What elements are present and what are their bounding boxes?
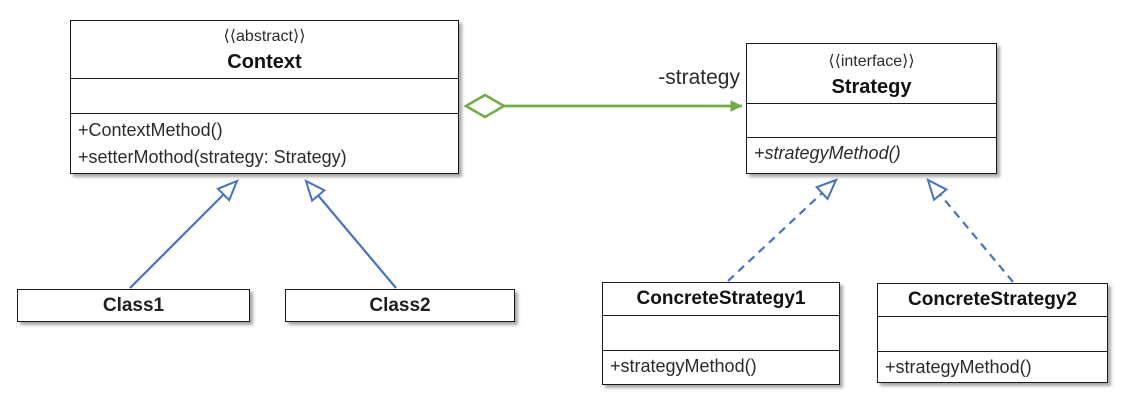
context-stereotype: ⟨⟨abstract⟩⟩: [223, 28, 306, 45]
concretestrategy1-attributes-empty: [603, 315, 839, 350]
context-attributes-empty: [71, 78, 458, 113]
realization-arrow-concretestrategy1-strategy: [727, 178, 838, 282]
method-item: +strategyMethod(): [885, 357, 1032, 377]
generalization-arrow-class1-context: [129, 179, 239, 289]
context-header: ⟨⟨abstract⟩⟩ Context: [71, 21, 458, 78]
context-class-name: Context: [227, 51, 302, 73]
strategy-stereotype: ⟨⟨interface⟩⟩: [828, 53, 915, 70]
concretestrategy2-header: ConcreteStrategy2: [878, 284, 1107, 316]
class-box-strategy: ⟨⟨interface⟩⟩ Strategy +strategyMethod(): [746, 43, 997, 174]
method-item: +strategyMethod(): [610, 356, 757, 376]
method-item: +ContextMethod(): [78, 120, 223, 140]
class-box-concretestrategy2: ConcreteStrategy2 +strategyMethod(): [877, 283, 1108, 383]
aggregation-diamond-icon: [463, 93, 507, 119]
aggregation-role-label: -strategy: [658, 66, 740, 89]
class2-name: Class2: [369, 295, 431, 316]
class-box-concretestrategy1: ConcreteStrategy1 +strategyMethod(): [602, 282, 840, 385]
class1-name: Class1: [102, 295, 165, 316]
class-box-class2: Class2: [285, 289, 515, 322]
method-item: +strategyMethod(): [754, 143, 901, 163]
concretestrategy1-methods: +strategyMethod(): [603, 350, 839, 383]
class-box-context: ⟨⟨abstract⟩⟩ Context +ContextMethod() +s…: [70, 20, 459, 174]
method-item: +setterMothod(strategy: Strategy): [78, 147, 347, 167]
realization-arrow-concretestrategy2-strategy: [926, 178, 1014, 283]
concretestrategy2-attributes-empty: [878, 316, 1107, 351]
strategy-methods: +strategyMethod(): [747, 137, 996, 170]
context-methods: +ContextMethod() +setterMothod(strategy:…: [71, 113, 458, 172]
strategy-attributes-empty: [747, 103, 996, 137]
class-box-class1: Class1: [17, 289, 250, 322]
concretestrategy2-class-name: ConcreteStrategy2: [908, 289, 1077, 310]
strategy-header: ⟨⟨interface⟩⟩ Strategy: [747, 44, 996, 103]
generalization-arrow-class2-context: [304, 179, 397, 289]
concretestrategy2-methods: +strategyMethod(): [878, 351, 1107, 384]
concretestrategy1-class-name: ConcreteStrategy1: [636, 288, 806, 309]
concretestrategy1-header: ConcreteStrategy1: [603, 283, 839, 315]
strategy-class-name: Strategy: [831, 76, 912, 98]
